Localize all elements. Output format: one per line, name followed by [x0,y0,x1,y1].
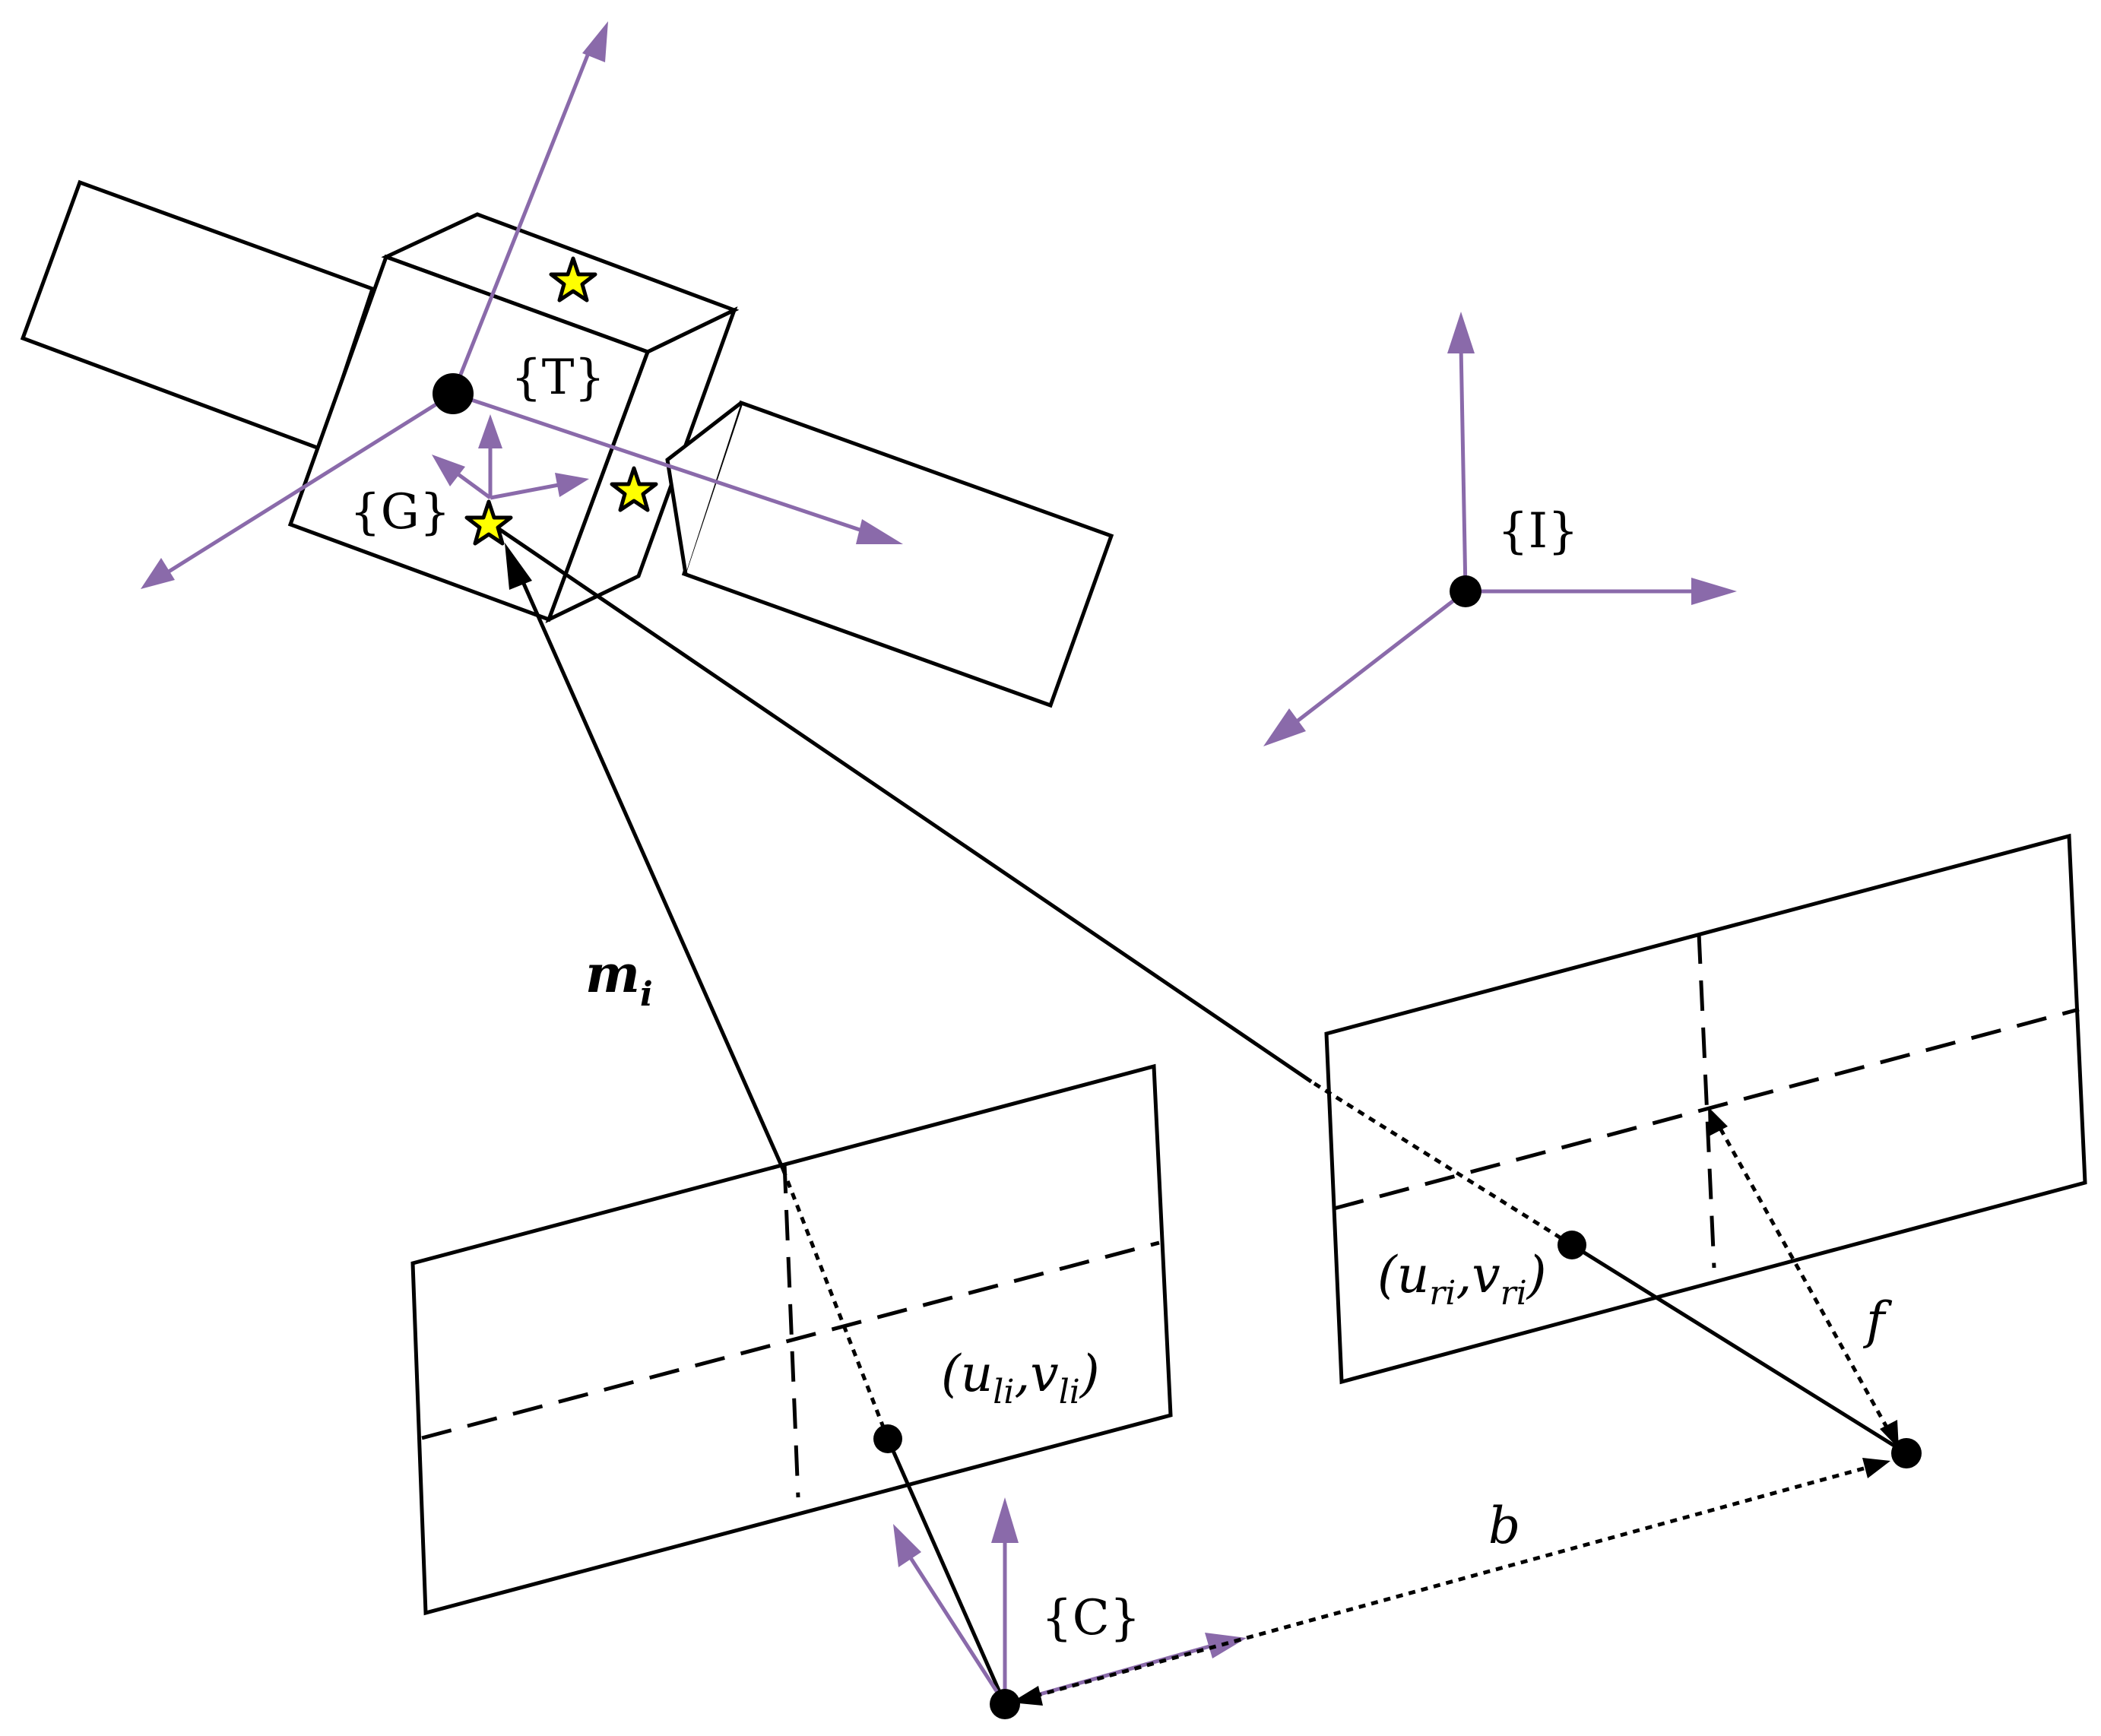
target-frame-axes [141,21,903,589]
panel-connector [665,401,743,575]
marker-star-top-icon [549,256,597,303]
satellite-front-face [287,254,651,622]
label-left-image-point: (uli,vli) [941,1345,1100,1411]
label-frame-camera: {C} [1041,1590,1140,1646]
target-frame-origin [433,373,474,414]
label-vector-m: mi [585,944,653,1014]
left-camera-origin [990,1689,1020,1719]
right-image-point [1558,1231,1586,1259]
label-focal-length: f [1862,1291,1893,1350]
marker-star-side-icon [610,466,658,512]
label-frame-target: {T} [511,350,605,406]
vector-m-arrowhead [505,543,532,590]
lines-of-sight [496,526,1908,1706]
right-solar-panel [681,400,1114,708]
label-right-image-point: (uri,vri) [1377,1246,1547,1313]
right-camera-origin [1891,1438,1922,1468]
inertial-frame-axes [1263,312,1737,746]
label-frame-grasp: {G} [350,484,451,540]
left-solar-panel [20,179,376,451]
right-image-plane [1324,833,2087,1385]
baseline-arrow [1011,1458,1890,1706]
inertial-frame-origin [1450,575,1481,607]
label-baseline: b [1488,1497,1520,1555]
grasp-frame-axes [432,414,589,500]
left-image-point [873,1424,902,1453]
label-frame-inertial: {I} [1497,503,1579,559]
left-image-plane [410,1063,1173,1616]
marker-star-grasp-icon [464,499,513,546]
focal-length-arrow [1708,1107,1899,1449]
target-satellite [20,179,1114,708]
